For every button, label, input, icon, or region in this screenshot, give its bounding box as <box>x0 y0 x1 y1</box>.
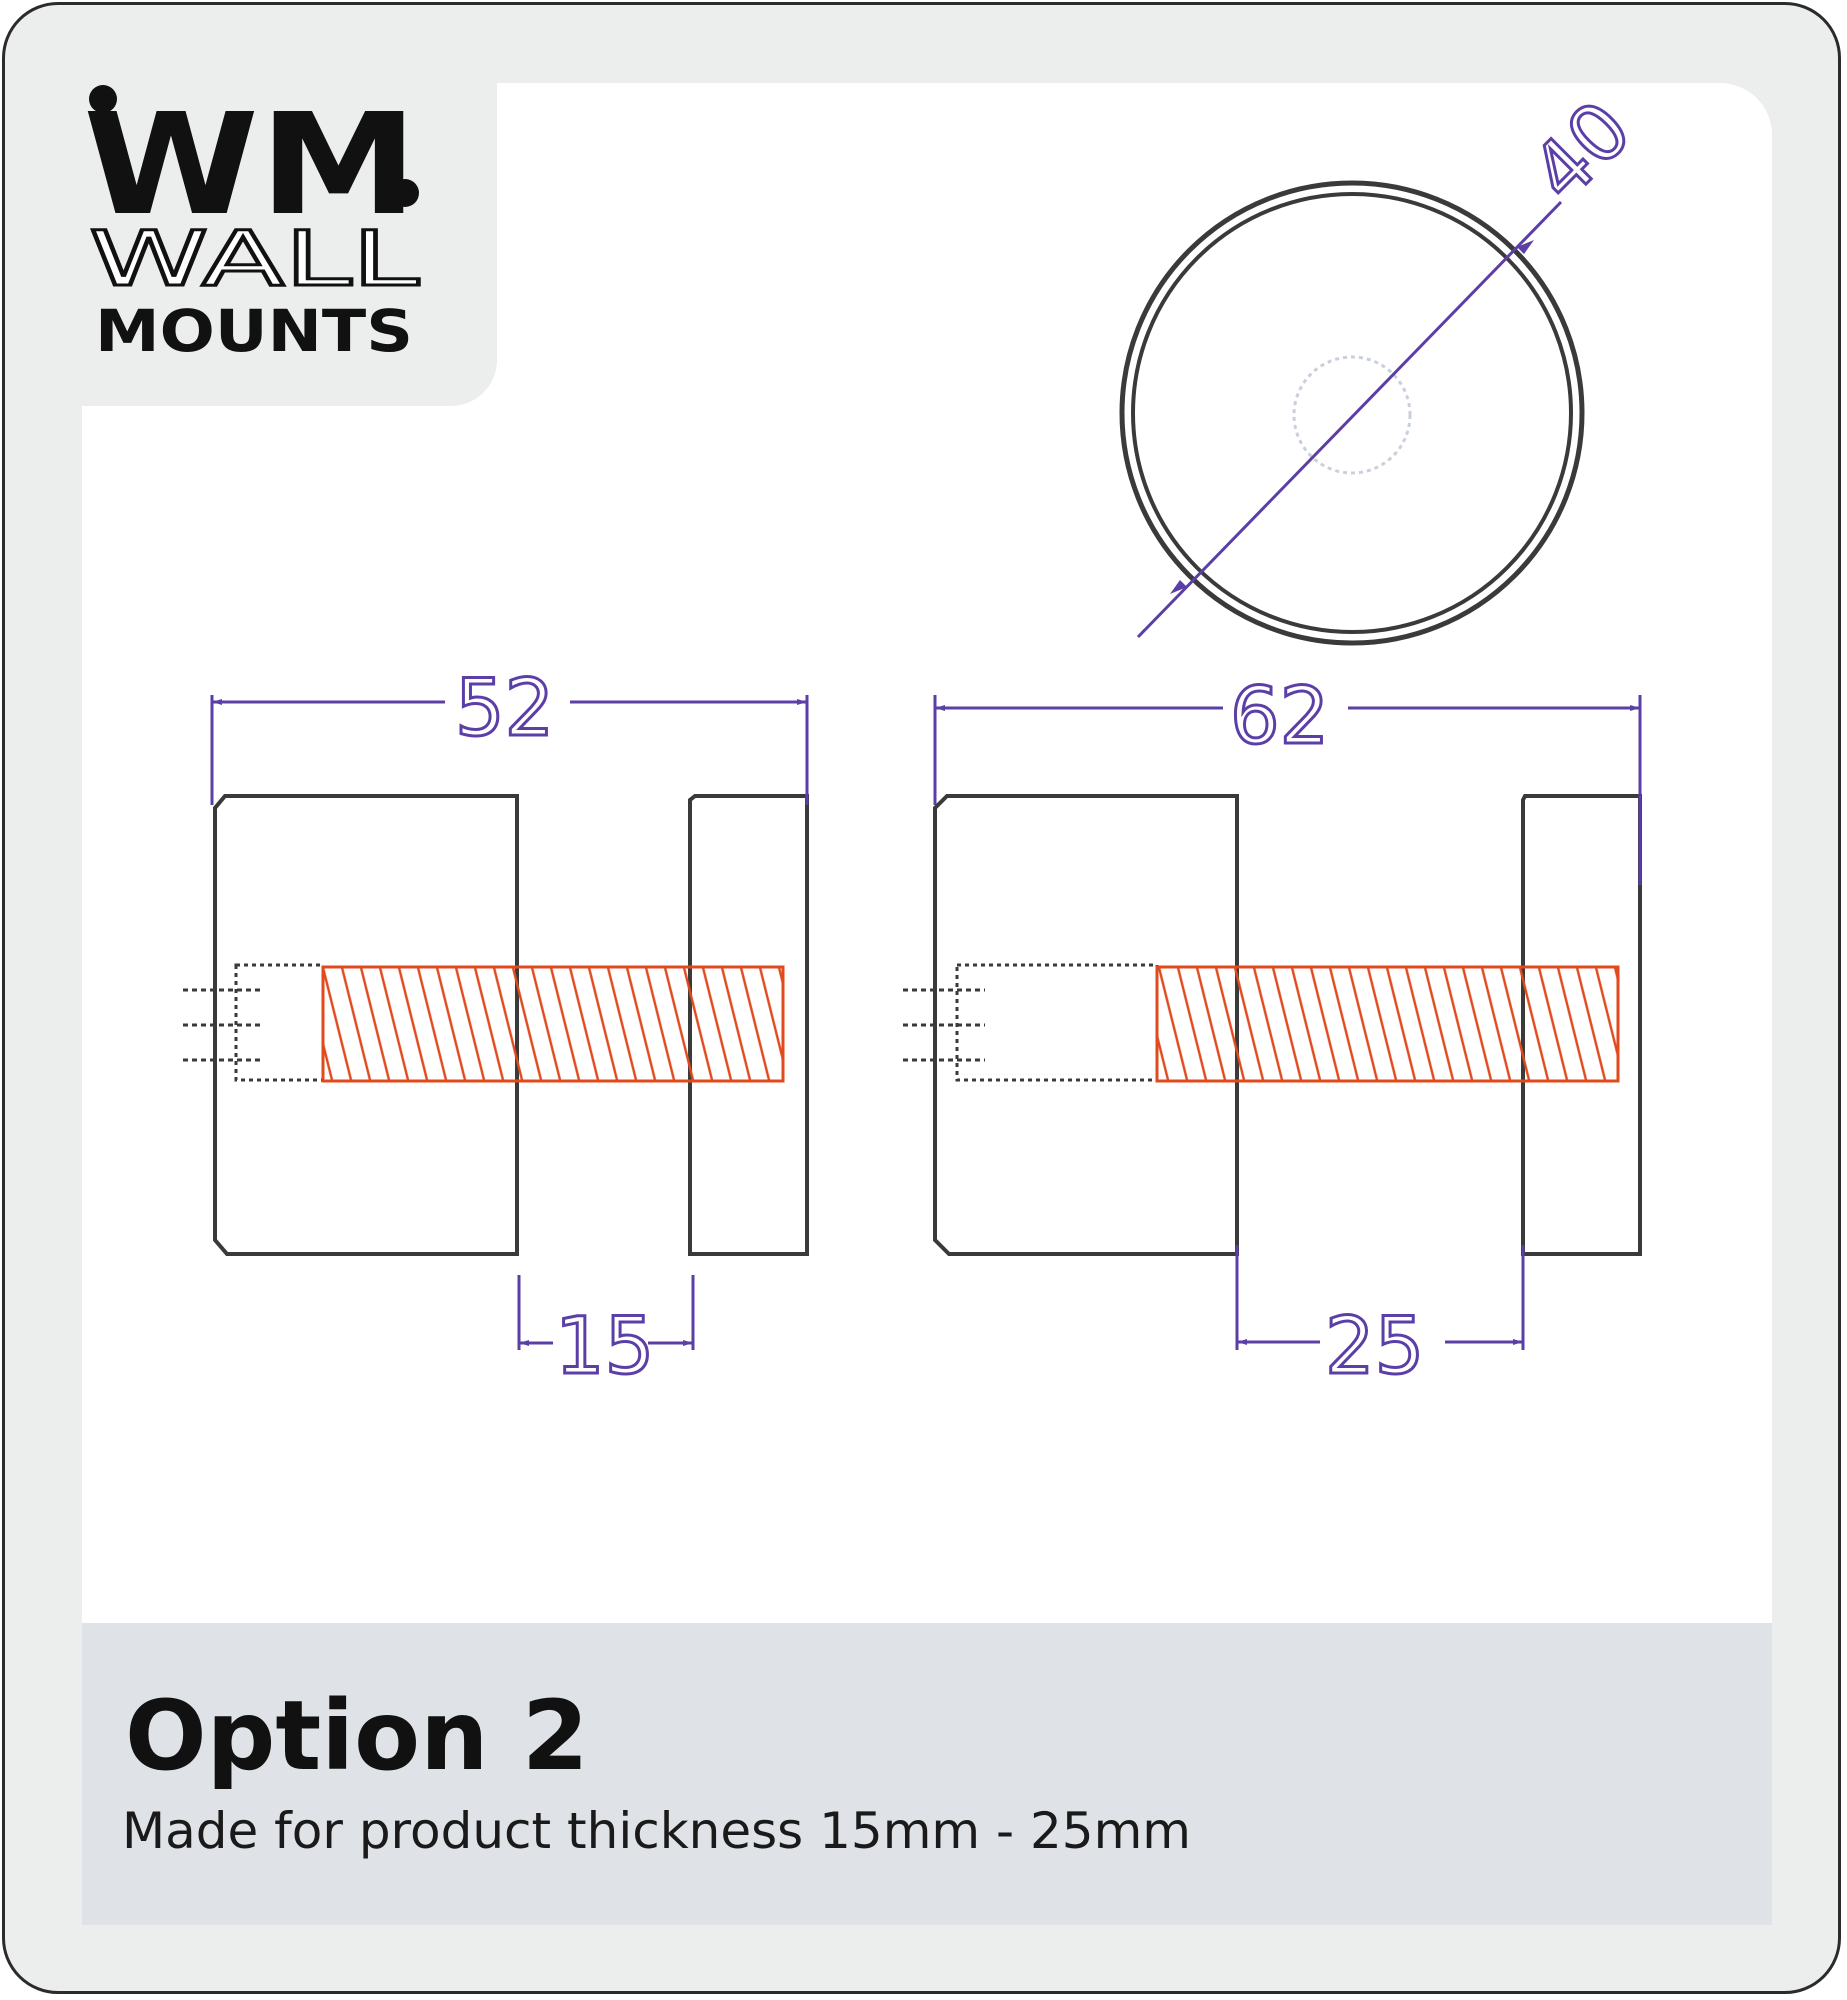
wm-wall-mounts-logo: WM WALL MOUNTS <box>83 84 421 363</box>
right-gap-label-bg <box>1320 1303 1445 1378</box>
diameter-arrow-lower <box>1170 580 1187 594</box>
logo-line2: MOUNTS <box>95 297 413 363</box>
logo-dot-right <box>391 179 419 207</box>
right-gap-label: 25 <box>1325 1302 1424 1392</box>
diameter-label: 40 <box>1515 85 1649 219</box>
caption-panel: Option 2 Made for product thickness 15mm… <box>82 1623 1772 1925</box>
left-gap-label-bg <box>553 1305 648 1377</box>
side-view-right: 62 25 <box>903 670 1642 1394</box>
right-width-label: 62 <box>1230 672 1329 762</box>
right-block-1 <box>933 794 1239 1256</box>
left-gap-label: 15 <box>555 1302 654 1392</box>
left-dim-label-bg <box>445 665 570 740</box>
logo-mark: WM <box>83 84 418 247</box>
left-block-2 <box>688 794 809 1256</box>
left-bolt-hatch <box>321 965 785 1083</box>
right-bolt-hatch <box>1155 965 1620 1083</box>
right-block-2 <box>1521 794 1642 1256</box>
logo-dot-left <box>89 85 117 113</box>
technical-drawing: 40 52 15 <box>183 83 1650 1394</box>
inner-circle <box>1131 192 1573 634</box>
side-view-left: 52 15 <box>183 663 809 1394</box>
left-width-label: 52 <box>455 664 554 754</box>
right-bolt-dotted <box>955 963 1159 1082</box>
thickness-description: Made for product thickness 15mm - 25mm <box>122 1802 1191 1860</box>
top-view: 40 <box>1119 83 1650 646</box>
diameter-line <box>1136 200 1563 639</box>
option-title: Option 2 <box>125 1680 589 1792</box>
center-hole <box>1292 355 1412 475</box>
logo-area <box>82 83 497 406</box>
logo-line1: WALL <box>89 214 419 303</box>
left-block-1 <box>213 794 519 1256</box>
right-dim-label-bg <box>1223 670 1348 745</box>
left-bolt-dotted <box>234 963 325 1082</box>
diameter-arrow-upper <box>1517 240 1534 254</box>
outer-circle <box>1119 180 1585 646</box>
